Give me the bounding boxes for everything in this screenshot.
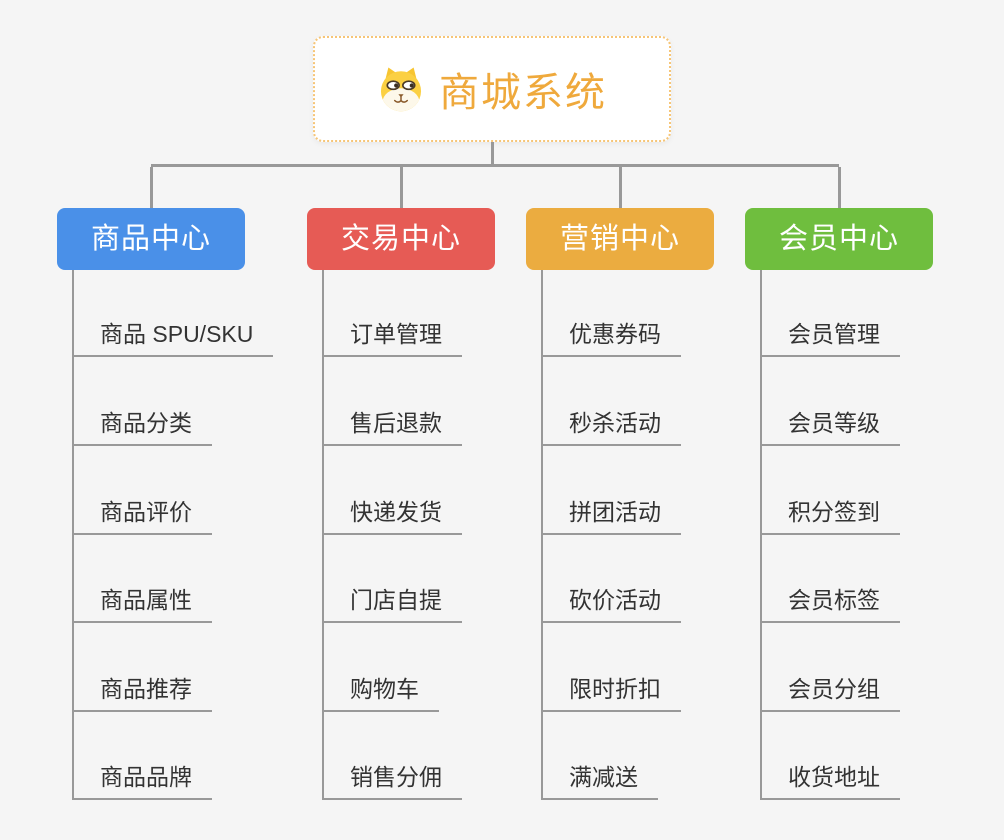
leaf-node[interactable]: 购物车	[322, 674, 439, 712]
connector-drop	[399, 167, 403, 208]
leaf-node[interactable]: 会员分组	[760, 674, 900, 712]
leaf-node[interactable]: 商品评价	[72, 497, 212, 535]
branch-column-3: 营销中心优惠券码秒杀活动拼团活动砍价活动限时折扣满减送	[526, 167, 714, 808]
leaf-node[interactable]: 销售分佣	[322, 762, 462, 800]
connector-drop	[837, 167, 841, 208]
branch-node[interactable]: 交易中心	[307, 208, 495, 270]
leaf-node[interactable]: 订单管理	[322, 319, 462, 357]
leaf-node[interactable]: 门店自提	[322, 585, 462, 623]
connector-drop	[618, 167, 622, 208]
leaf-node[interactable]: 快递发货	[322, 497, 462, 535]
branch-node[interactable]: 会员中心	[745, 208, 933, 270]
root-title: 商城系统	[439, 71, 607, 115]
dog-face-icon	[377, 66, 425, 112]
leaf-node[interactable]: 会员标签	[760, 585, 900, 623]
leaf-node[interactable]: 会员管理	[760, 319, 900, 357]
leaf-node[interactable]: 商品推荐	[72, 674, 212, 712]
connector-branch-line	[72, 270, 74, 800]
leaf-node[interactable]: 商品属性	[72, 585, 212, 623]
branch-node[interactable]: 商品中心	[57, 208, 245, 270]
connector-drop	[149, 167, 153, 208]
leaf-node[interactable]: 会员等级	[760, 408, 900, 446]
connector-branch-line	[541, 270, 543, 800]
leaf-node[interactable]: 售后退款	[322, 408, 462, 446]
leaf-node[interactable]: 积分签到	[760, 497, 900, 535]
leaf-node[interactable]: 商品品牌	[72, 762, 212, 800]
leaf-node[interactable]: 优惠券码	[541, 319, 681, 357]
connector-rail	[151, 164, 839, 167]
leaf-node[interactable]: 砍价活动	[541, 585, 681, 623]
leaf-node[interactable]: 商品分类	[72, 408, 212, 446]
branch-column-2: 交易中心订单管理售后退款快递发货门店自提购物车销售分佣	[307, 167, 495, 808]
leaf-node[interactable]: 限时折扣	[541, 674, 681, 712]
leaf-node[interactable]: 秒杀活动	[541, 408, 681, 446]
leaf-node[interactable]: 满减送	[541, 762, 658, 800]
leaf-node[interactable]: 拼团活动	[541, 497, 681, 535]
branch-column-1: 商品中心商品 SPU/SKU 商品分类商品评价商品属性商品推荐商品品牌	[57, 167, 274, 808]
leaf-node[interactable]: 收货地址	[760, 762, 900, 800]
root-node[interactable]: 商城系统	[313, 36, 671, 142]
connector-root-stem	[491, 142, 494, 167]
connector-branch-line	[322, 270, 324, 800]
branch-column-4: 会员中心会员管理会员等级积分签到会员标签会员分组收货地址	[745, 167, 933, 808]
branch-node[interactable]: 营销中心	[526, 208, 714, 270]
leaf-node[interactable]: 商品 SPU/SKU	[72, 319, 274, 357]
connector-branch-line	[760, 270, 762, 800]
